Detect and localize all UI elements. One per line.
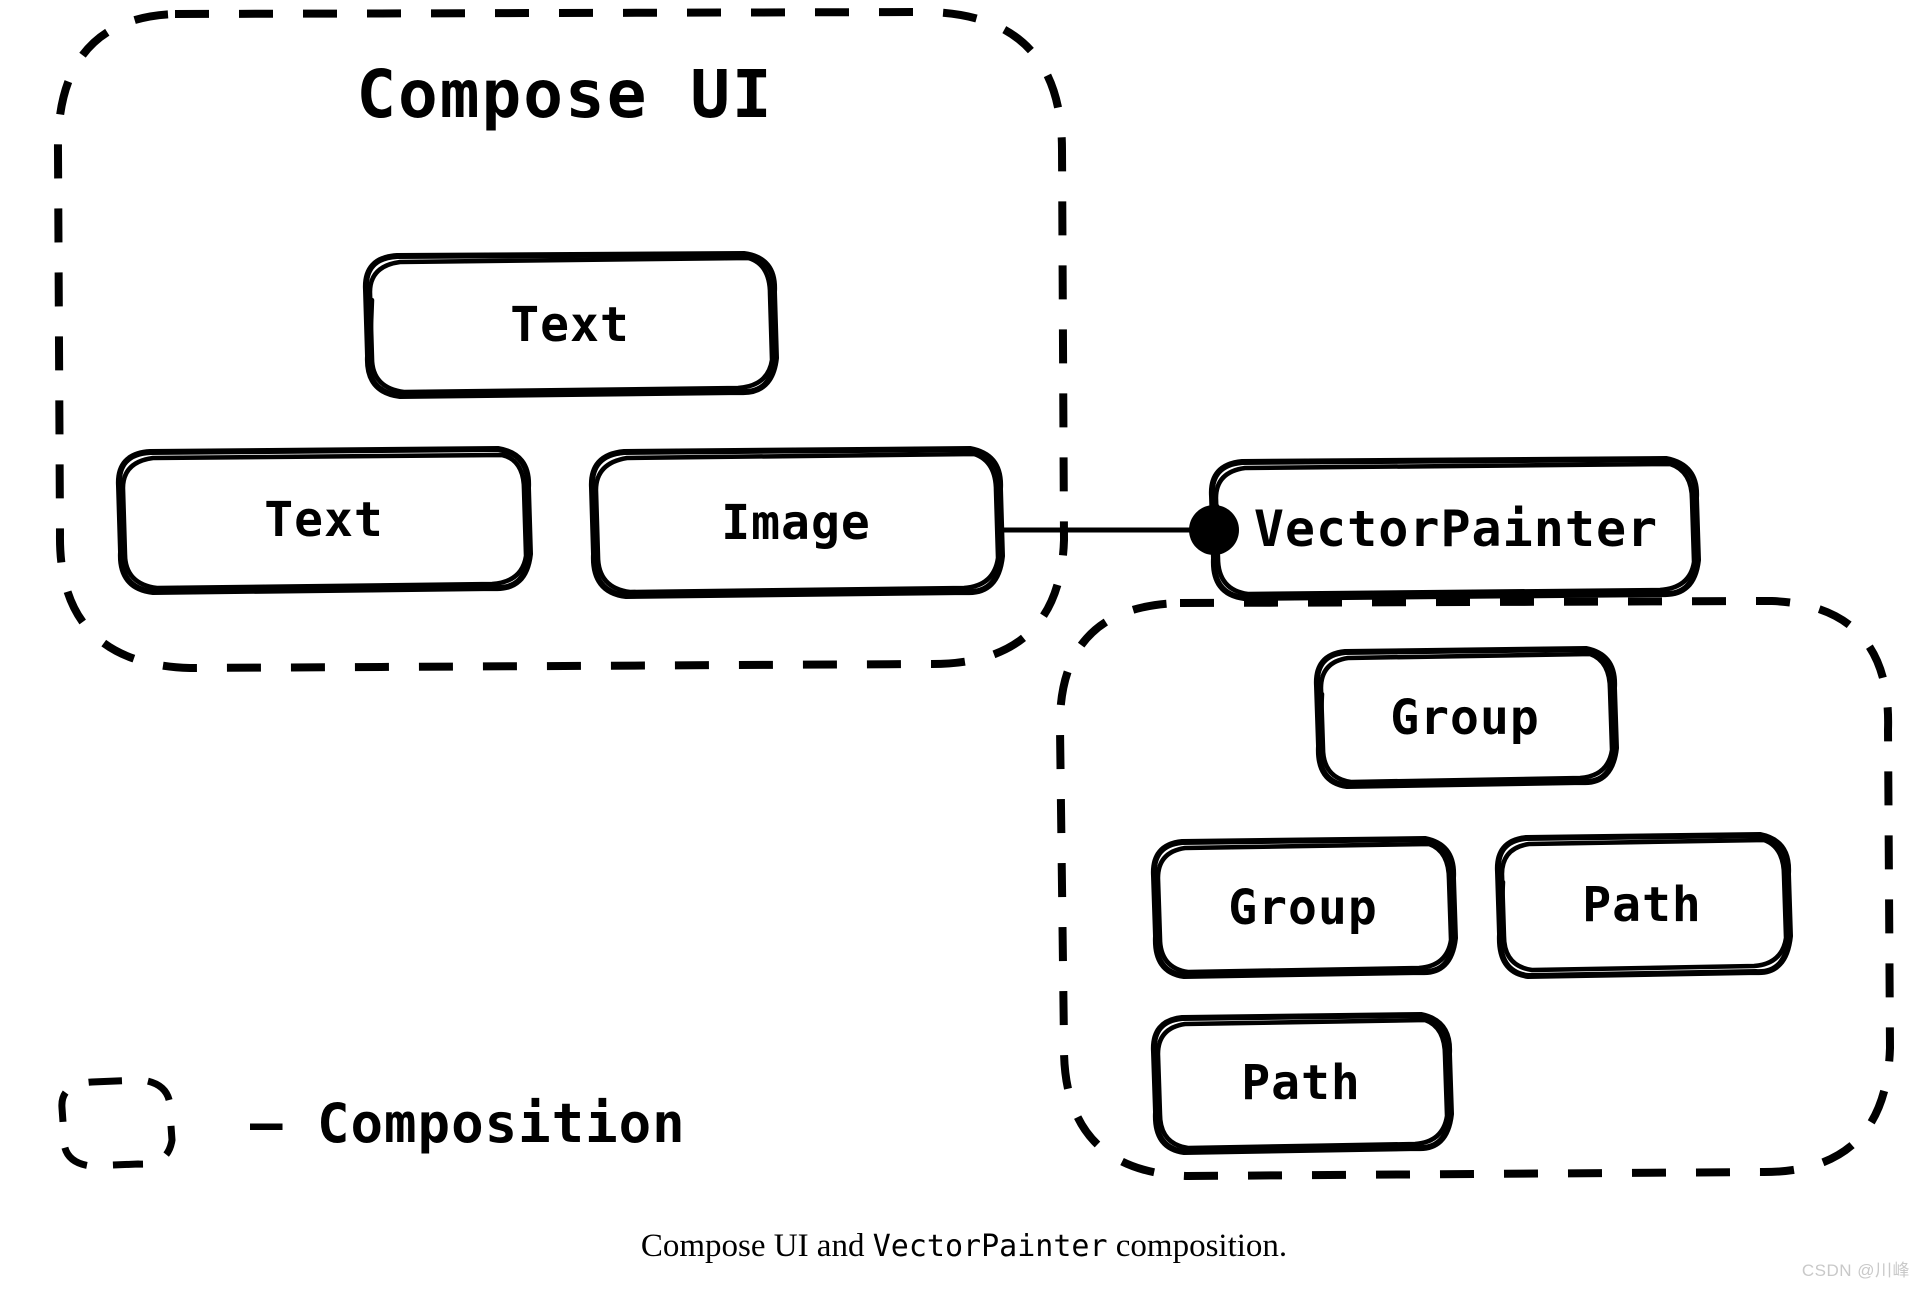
group-mid-box-outline [1150,836,1458,979]
image-box-outline [588,446,1005,599]
figure-caption: Compose UI and VectorPainter composition… [0,1228,1928,1265]
image-to-vectorpainter-connector [997,505,1239,555]
text-top-box-outline [362,251,779,399]
watermark: CSDN @川峰 [1801,1261,1910,1280]
text-left-box-outline [115,446,533,595]
vector-painter-box-outline [1208,456,1701,601]
legend-swatch-icon [58,1076,176,1170]
connector-endpoint-dot [1189,505,1239,555]
path-bottom-box-outline [1150,1012,1454,1155]
compose-ui-container-outline [53,8,1068,672]
caption-prefix: Compose UI and [640,1228,873,1264]
caption-mono-term: VectorPainter [872,1229,1108,1264]
path-right-box-outline [1494,832,1793,979]
group-top-box-outline [1313,646,1619,789]
vector-painter-container-outline [1055,597,1894,1180]
caption-suffix: composition. [1107,1228,1288,1264]
